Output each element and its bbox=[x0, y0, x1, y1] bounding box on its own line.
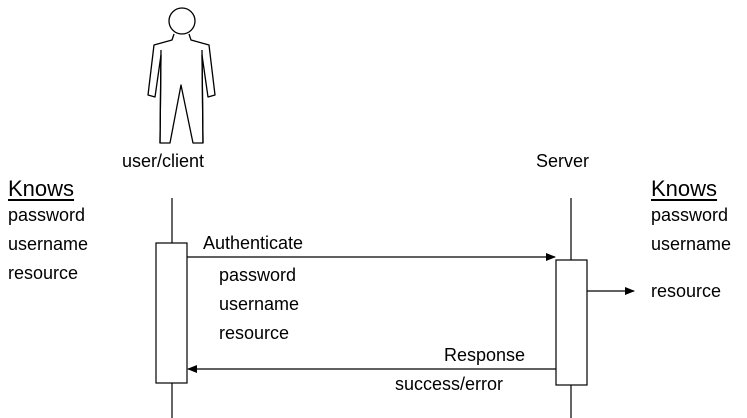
client-knows-item: resource bbox=[8, 263, 79, 283]
response-label: Response bbox=[444, 345, 526, 365]
server-actor-label: Server bbox=[536, 151, 590, 171]
server-knows-heading: Knows bbox=[651, 176, 718, 201]
response-detail: success/error bbox=[395, 374, 504, 394]
client-knows-heading: Knows bbox=[8, 176, 75, 201]
user-figure-icon bbox=[147, 7, 216, 144]
authenticate-param: password bbox=[219, 265, 297, 285]
client-actor-label: user/client bbox=[122, 151, 205, 171]
server-activation-box bbox=[555, 259, 588, 386]
authenticate-label: Authenticate bbox=[203, 233, 304, 253]
server-output-label: resource bbox=[651, 281, 722, 301]
client-activation-box bbox=[155, 242, 188, 384]
client-knows-item: username bbox=[8, 234, 89, 254]
authenticate-param: username bbox=[219, 294, 300, 314]
client-knows-item: password bbox=[8, 205, 86, 225]
server-knows-item: username bbox=[651, 234, 732, 254]
server-knows-item: password bbox=[651, 205, 729, 225]
authenticate-param: resource bbox=[219, 323, 290, 343]
